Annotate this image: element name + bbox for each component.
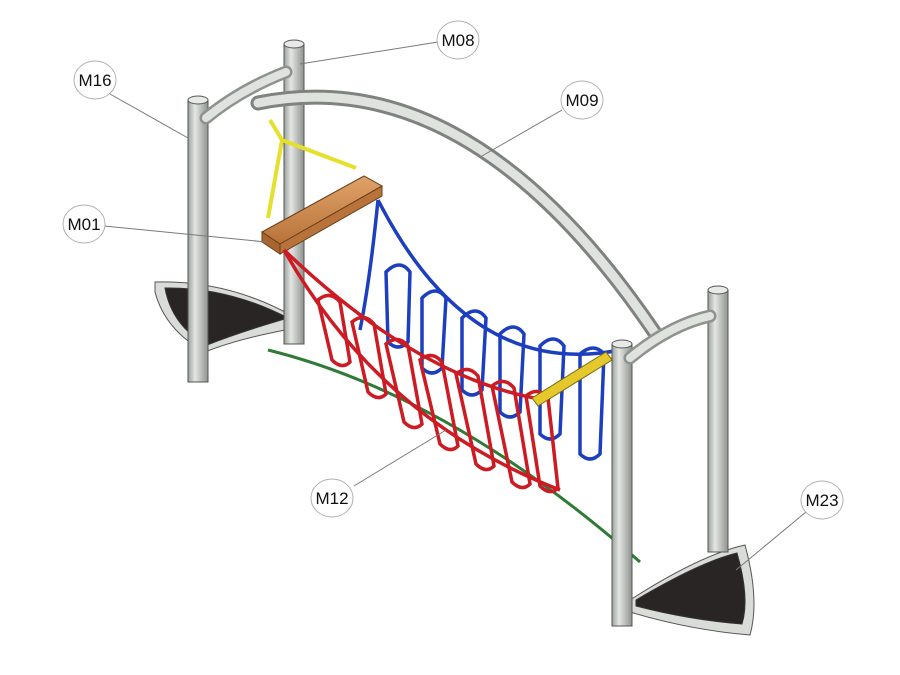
right-platform: [629, 544, 755, 636]
callout-m09: M09: [560, 80, 604, 120]
right-rubber-surface: [635, 552, 746, 625]
left-front-post-cap: [187, 95, 209, 105]
svg-text:M16: M16: [78, 71, 111, 90]
svg-text:M23: M23: [805, 491, 838, 510]
bottom-green-cable: [267, 348, 641, 564]
left-platform: [154, 281, 297, 353]
svg-text:M09: M09: [565, 91, 598, 110]
callout-m16: M16: [73, 60, 117, 100]
svg-text:M01: M01: [67, 215, 100, 234]
callout-m01: M01: [62, 204, 106, 244]
leader-lines: [103, 41, 807, 571]
callout-m08: M08: [436, 20, 480, 60]
callout-m23: M23: [800, 480, 844, 520]
left-front-post: [187, 99, 209, 383]
red-rope-net: [282, 248, 561, 494]
svg-text:M12: M12: [315, 489, 348, 508]
svg-text:M08: M08: [441, 31, 474, 50]
wooden-step: [261, 175, 384, 255]
right-front-post: [611, 343, 633, 627]
right-front-post-cap: [611, 339, 633, 349]
right-back-post-cap: [707, 285, 729, 295]
yellow-rung-bar: [531, 351, 613, 407]
right-back-post: [707, 289, 729, 553]
left-back-post-cap: [283, 39, 305, 49]
left-back-post: [283, 43, 305, 345]
callout-m12: M12: [310, 478, 354, 518]
